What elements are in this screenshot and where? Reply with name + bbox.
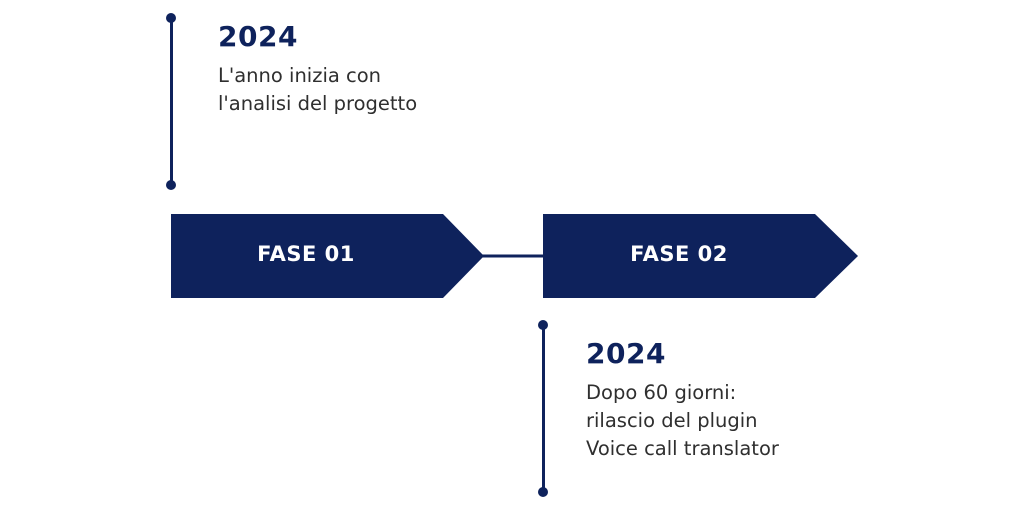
milestone-1-description: L'anno inizia con l'analisi del progetto [218, 62, 417, 118]
milestone-1-line-2: l'analisi del progetto [218, 92, 418, 115]
phase-02-label: FASE 02 [630, 242, 728, 266]
milestone-1-bottom-dot [166, 180, 176, 190]
milestone-1-line-1: L'anno inizia con [218, 64, 382, 87]
milestone-2-bottom-dot [538, 487, 548, 497]
milestone-1-year: 2024 [218, 20, 298, 53]
milestone-1-vertical-line [169, 18, 173, 185]
phase-01-arrow [171, 214, 484, 298]
milestone-2-vertical-line [541, 325, 545, 492]
milestone-2-description: Dopo 60 giorni: rilascio del plugin Voic… [586, 379, 779, 463]
milestone-2-line-3: Voice call translator [586, 437, 779, 460]
milestone-2-line-2: rilascio del plugin [586, 409, 758, 432]
phase-01-label: FASE 01 [257, 242, 355, 266]
phase-02-arrow [543, 214, 858, 298]
milestone-2-line-1: Dopo 60 giorni: [586, 381, 737, 404]
milestone-2-year: 2024 [586, 337, 666, 370]
